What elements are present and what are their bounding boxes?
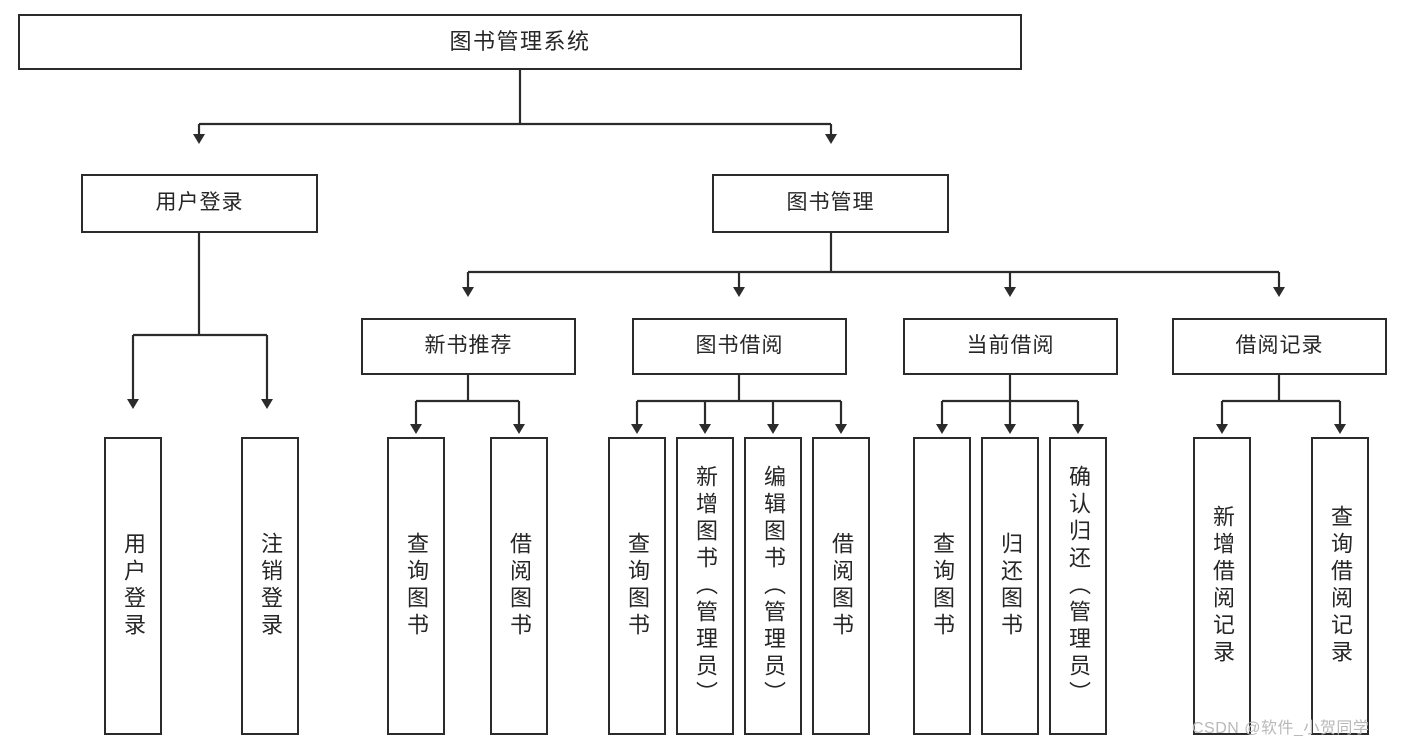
node-label: 新书推荐 (424, 334, 513, 358)
node-book-borrow[interactable]: 图书借阅 (632, 318, 847, 375)
node-label: 注销登录 (258, 532, 283, 640)
leaf-return-book[interactable]: 归还图书 (981, 437, 1039, 735)
node-label: 借阅记录 (1235, 334, 1324, 358)
node-label: 查询图书 (625, 532, 650, 640)
leaf-user-login[interactable]: 用户登录 (104, 437, 162, 735)
node-label: 归还图书 (998, 532, 1023, 640)
node-label: 当前借阅 (966, 334, 1055, 358)
node-label: 图书借阅 (695, 334, 784, 358)
watermark: CSDN @软件_小贺同学 (1192, 720, 1370, 737)
node-label: 确认归还（管理员） (1066, 464, 1091, 708)
leaf-query-book-new[interactable]: 查询图书 (387, 437, 445, 735)
leaf-edit-book-admin[interactable]: 编辑图书（管理员） (744, 437, 802, 735)
node-label: 图书管理系统 (449, 29, 591, 55)
node-label: 借阅图书 (829, 532, 854, 640)
leaf-logout[interactable]: 注销登录 (241, 437, 299, 735)
node-label: 借阅图书 (507, 532, 532, 640)
node-label: 编辑图书（管理员） (761, 464, 786, 708)
node-user-login[interactable]: 用户登录 (81, 174, 318, 233)
node-label: 用户登录 (121, 532, 146, 640)
node-root-book-management-system[interactable]: 图书管理系统 (18, 14, 1022, 70)
node-borrow-record[interactable]: 借阅记录 (1172, 318, 1387, 375)
leaf-borrow-book[interactable]: 借阅图书 (812, 437, 870, 735)
node-label: 查询图书 (930, 532, 955, 640)
leaf-query-book-current[interactable]: 查询图书 (913, 437, 971, 735)
leaf-add-borrow-record[interactable]: 新增借阅记录 (1193, 437, 1251, 735)
node-label: 新增图书（管理员） (693, 464, 718, 708)
leaf-query-book-borrow[interactable]: 查询图书 (608, 437, 666, 735)
leaf-query-borrow-record[interactable]: 查询借阅记录 (1311, 437, 1369, 735)
leaf-borrow-book-new[interactable]: 借阅图书 (490, 437, 548, 735)
node-label: 查询借阅记录 (1328, 505, 1353, 667)
node-new-book-recommendation[interactable]: 新书推荐 (361, 318, 576, 375)
node-label: 用户登录 (155, 191, 244, 215)
node-label: 图书管理 (786, 191, 875, 215)
leaf-confirm-return-admin[interactable]: 确认归还（管理员） (1049, 437, 1107, 735)
leaf-add-book-admin[interactable]: 新增图书（管理员） (676, 437, 734, 735)
node-current-borrow[interactable]: 当前借阅 (903, 318, 1118, 375)
node-book-management[interactable]: 图书管理 (712, 174, 949, 233)
node-label: 新增借阅记录 (1210, 505, 1235, 667)
node-label: 查询图书 (404, 532, 429, 640)
